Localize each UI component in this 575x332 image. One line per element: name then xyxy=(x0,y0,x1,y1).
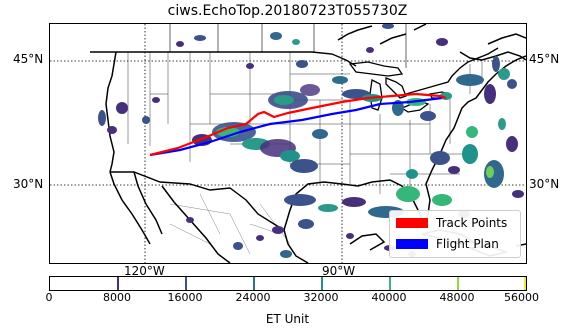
lon-label-120w: 120°W xyxy=(122,264,167,278)
lat-label-45-left: 45°N xyxy=(13,52,44,66)
colorbar-tick-24000: 24000 xyxy=(235,291,271,304)
canada-borders xyxy=(169,24,407,68)
colorbar-label: ET Unit xyxy=(265,312,310,326)
legend-item-flight-plan: Flight Plan xyxy=(396,235,499,253)
legend-label-track-points: Track Points xyxy=(436,216,508,230)
colorbar-tick-32000: 32000 xyxy=(303,291,339,304)
map-title: ciws.EchoTop.20180723T055730Z xyxy=(167,3,408,19)
lat-label-45-right: 45°N xyxy=(529,52,560,66)
legend-swatch-flight-plan xyxy=(396,239,428,249)
lat-label-30-left: 30°N xyxy=(13,177,44,191)
legend-item-track-points: Track Points xyxy=(396,214,507,232)
colorbar-tick-48000: 48000 xyxy=(439,291,475,304)
legend-label-flight-plan: Flight Plan xyxy=(436,237,499,251)
colorbar xyxy=(49,276,527,291)
colorbar-tick-40000: 40000 xyxy=(371,291,407,304)
lat-label-30-right: 30°N xyxy=(529,177,560,191)
border-us-mexico xyxy=(110,171,285,231)
colorbar-tick-8000: 8000 xyxy=(103,291,131,304)
legend-swatch-track-points xyxy=(396,218,428,228)
flight-plan-line xyxy=(149,96,443,157)
map-canvas xyxy=(50,24,526,263)
colorbar-tick-16000: 16000 xyxy=(167,291,203,304)
colorbar-tick-56000: 56000 xyxy=(504,291,539,304)
colorbar-tick-marks xyxy=(117,277,526,290)
colorbar-tick-0: 0 xyxy=(45,291,53,304)
legend: Track Points Flight Plan xyxy=(389,210,521,258)
track-points-line xyxy=(149,92,447,157)
map-panel[interactable] xyxy=(49,23,527,264)
echo-top-cells xyxy=(98,24,524,258)
colorbar-gradient xyxy=(50,277,526,290)
gridlines xyxy=(50,24,526,263)
lon-label-90w: 90°W xyxy=(320,264,358,278)
